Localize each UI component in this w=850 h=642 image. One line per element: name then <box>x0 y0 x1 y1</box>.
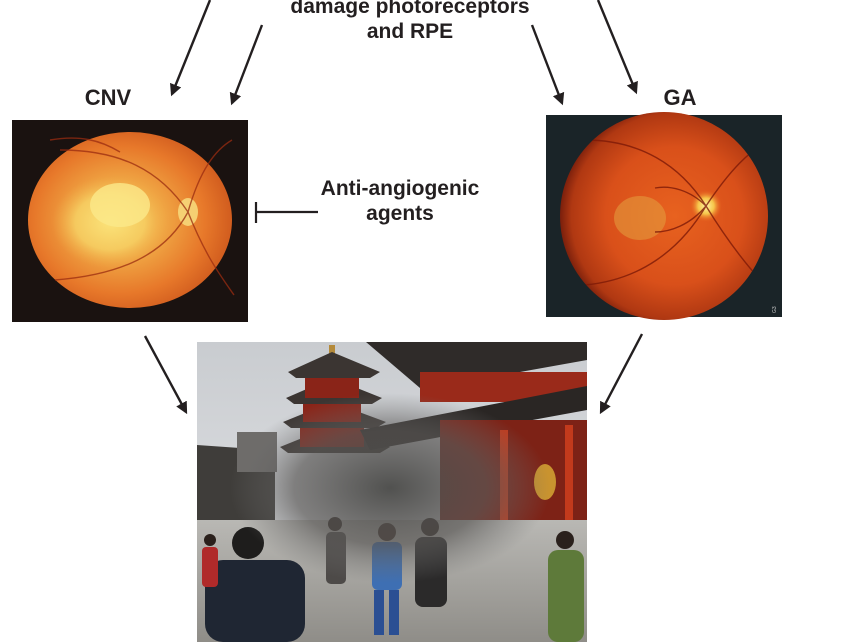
cnv-title: CNV <box>84 85 132 110</box>
top-label-line2: and RPE <box>366 20 454 44</box>
arrow-top-to-cnv-1 <box>170 0 212 97</box>
arrow-top-to-ga-1 <box>530 24 565 106</box>
arrow-top-to-cnv-2 <box>229 24 264 106</box>
top-label-line1: damage photoreceptors <box>290 0 530 18</box>
inhibitor-label: Anti-angiogenic agents <box>290 176 510 226</box>
central-blur <box>230 393 550 583</box>
arrow-cnv-to-photo <box>143 335 188 415</box>
arrows <box>143 0 644 415</box>
street-scene-photo <box>197 342 587 642</box>
top-label: damage photoreceptors and RPE <box>240 0 580 44</box>
inhibitor-line1: Anti-angiogenic <box>320 177 480 200</box>
cnv-fundus-image <box>12 120 248 322</box>
inhibitor-line2: agents <box>366 202 434 226</box>
ga-title: GA <box>663 85 697 110</box>
ga-corner-mark: G3 <box>772 306 778 313</box>
arrow-top-to-ga-2 <box>596 0 638 95</box>
ga-fundus-image: G3 <box>546 112 782 320</box>
inhibition-bar <box>254 202 318 223</box>
arrow-ga-to-photo <box>599 333 644 415</box>
